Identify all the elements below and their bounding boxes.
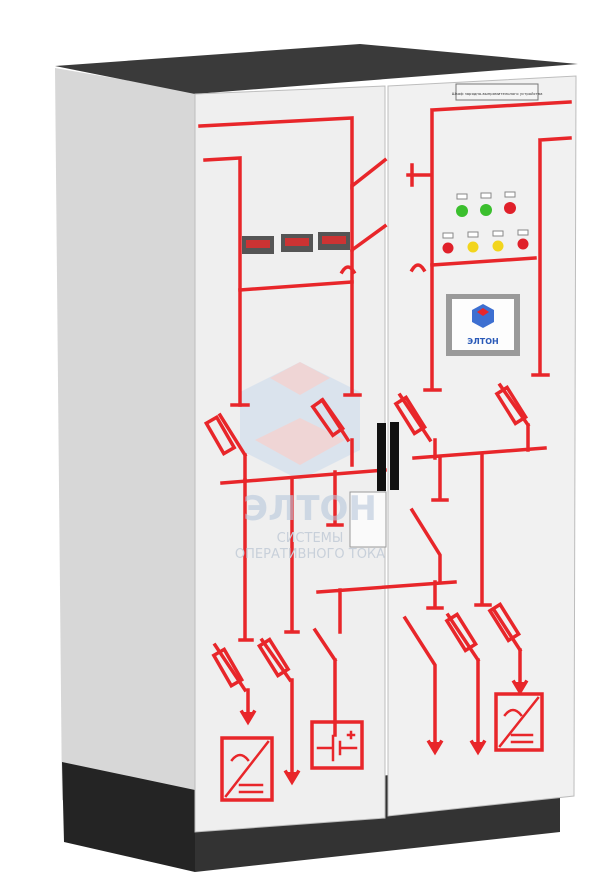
touch-screen[interactable]: ЭЛТОН <box>446 294 520 356</box>
left-door-handle[interactable] <box>377 423 386 491</box>
svg-text:Шкаф зарядно-выпрямительного у: Шкаф зарядно-выпрямительного устройства <box>452 91 543 96</box>
screen-logo: ЭЛТОН <box>467 337 498 346</box>
watermark-line2: ОПЕРАТИВНОГО ТОКА <box>235 547 385 562</box>
watermark-logo <box>240 362 360 480</box>
cabinet-side <box>55 68 195 830</box>
right-door-handle[interactable] <box>390 422 399 490</box>
watermark-brand: ЭЛТОН <box>243 489 377 529</box>
right-door[interactable] <box>387 75 577 817</box>
left-door[interactable] <box>194 85 386 833</box>
data-plate <box>349 491 387 548</box>
door-label: Шкаф зарядно-выпрямительного устройства <box>452 83 543 101</box>
crossover <box>339 265 357 275</box>
indicator-lamps[interactable] <box>442 191 529 254</box>
panel-meters <box>242 232 350 254</box>
schematic-left <box>198 116 457 802</box>
plinth-side <box>62 762 195 872</box>
watermark-line1: СИСТЕМЫ <box>277 531 344 546</box>
schematic-right <box>393 100 572 756</box>
cabinet-top <box>55 44 578 94</box>
crossover <box>409 263 427 273</box>
